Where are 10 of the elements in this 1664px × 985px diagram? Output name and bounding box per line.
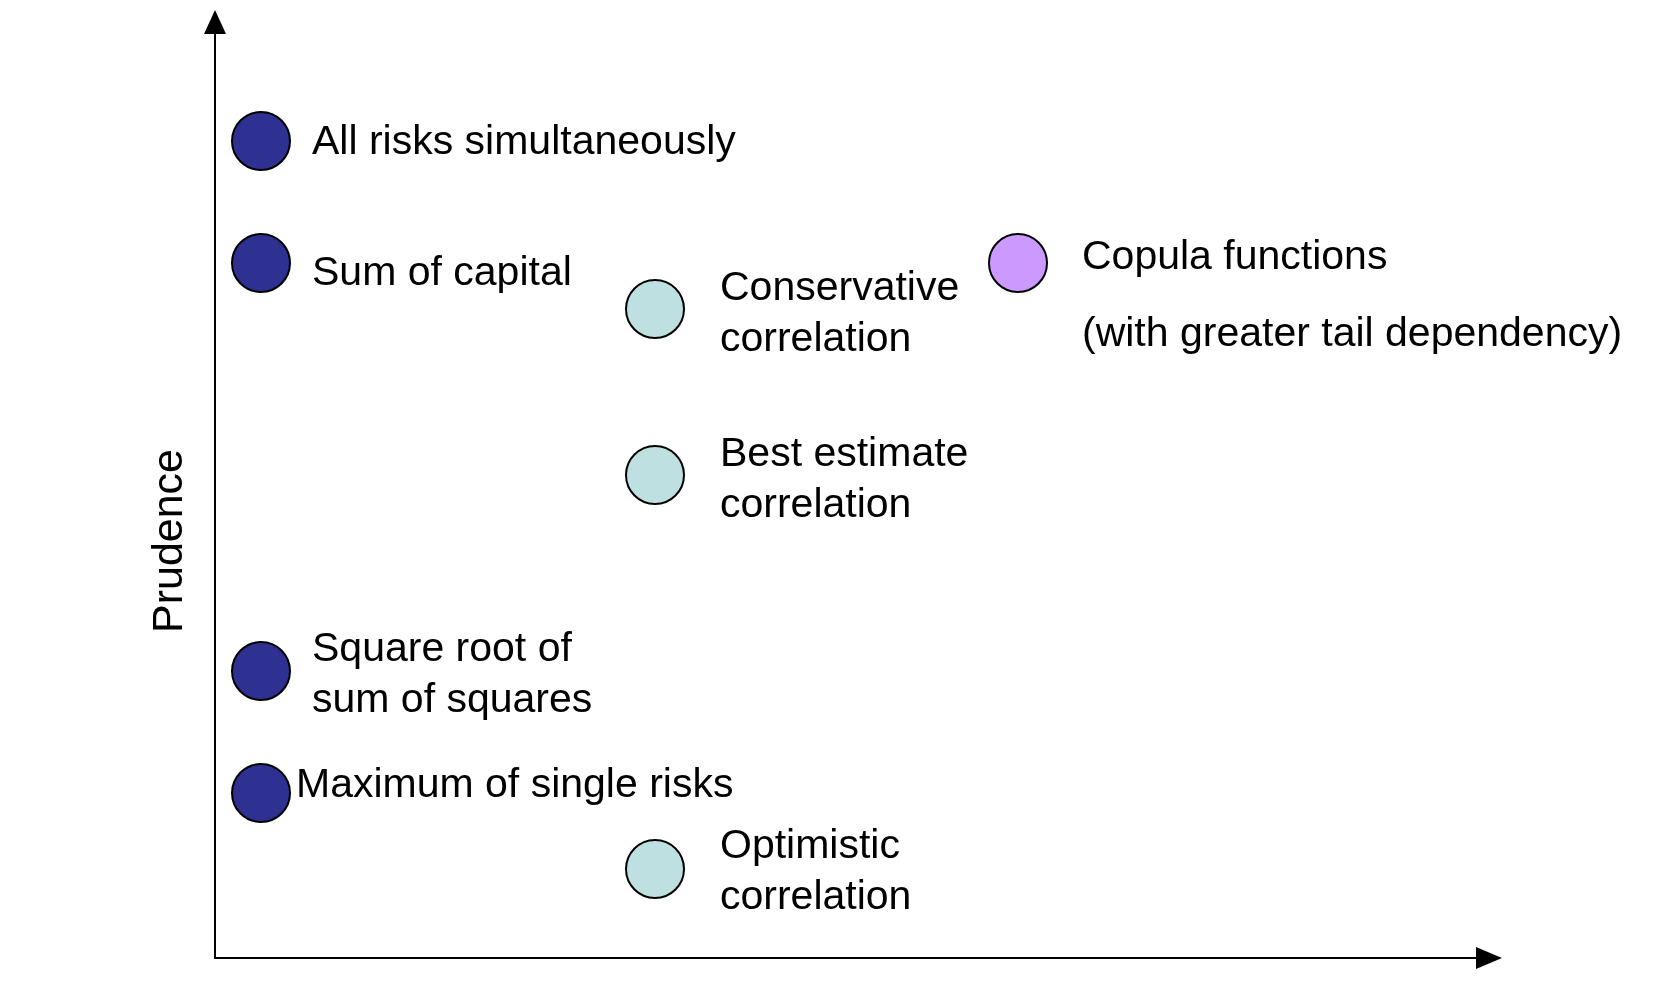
point-label: Square root of sum of squares	[312, 623, 594, 723]
point-label: Copula functions	[1082, 231, 1389, 280]
axis-title: Prudence	[141, 448, 192, 634]
point-label: Conservative correlation	[720, 262, 961, 362]
point-label: All risks simultaneously	[312, 116, 737, 165]
point-label: Sum of capital	[312, 247, 573, 296]
point-label: Maximum of single risks	[296, 759, 735, 808]
point-label: (with greater tail dependency)	[1082, 308, 1624, 357]
point-label: Optimistic correlation	[720, 820, 913, 920]
point-label: Best estimate correlation	[720, 428, 970, 528]
